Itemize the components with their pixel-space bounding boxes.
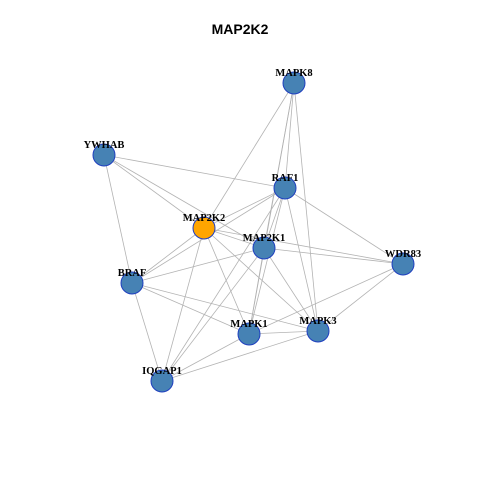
node-label: BRAF xyxy=(118,268,147,279)
node-label: WDR83 xyxy=(385,249,421,260)
node-map2k2: MAP2K2 xyxy=(183,213,226,240)
edge-braf-mapk1 xyxy=(131,282,250,335)
edge-map2k2-mapk1 xyxy=(203,227,250,335)
edge-braf-iqgap1 xyxy=(131,282,163,382)
node-circle xyxy=(150,369,174,393)
edge-mapk8-mapk3 xyxy=(293,82,319,332)
edge-wdr83-mapk1 xyxy=(248,263,404,335)
edge-ywhab-braf xyxy=(103,154,133,284)
node-circle xyxy=(391,252,415,276)
node-map2k1: MAP2K1 xyxy=(243,233,286,260)
edge-raf1-mapk1 xyxy=(248,187,286,335)
node-label: MAP2K1 xyxy=(243,233,286,244)
edge-ywhab-map2k2 xyxy=(103,154,205,229)
edge-map2k1-braf xyxy=(131,247,265,284)
edge-ywhab-map2k1 xyxy=(103,154,265,249)
edge-mapk3-iqgap1 xyxy=(161,330,319,382)
node-mapk3: MAPK3 xyxy=(299,316,337,343)
edge-ywhab-raf1 xyxy=(103,154,286,189)
node-mapk8: MAPK8 xyxy=(275,68,313,95)
edge-map2k1-mapk1 xyxy=(248,247,265,335)
edge-map2k1-mapk3 xyxy=(263,247,319,332)
edge-map2k1-wdr83 xyxy=(263,247,404,265)
node-label: MAPK8 xyxy=(275,68,312,79)
edge-map2k2-wdr83 xyxy=(203,227,404,265)
node-circle xyxy=(252,236,276,260)
node-circle xyxy=(120,271,144,295)
edge-raf1-mapk3 xyxy=(284,187,319,332)
node-circle xyxy=(273,176,297,200)
edge-raf1-map2k2 xyxy=(203,187,286,229)
node-circle xyxy=(282,71,306,95)
edge-mapk8-map2k2 xyxy=(203,82,295,229)
node-raf1: RAF1 xyxy=(272,173,299,200)
node-label: MAP2K2 xyxy=(183,213,226,224)
node-ywhab: YWHAB xyxy=(84,140,125,167)
edge-raf1-wdr83 xyxy=(284,187,404,265)
node-iqgap1: IQGAP1 xyxy=(142,366,182,393)
edge-raf1-iqgap1 xyxy=(161,187,286,382)
node-mapk1: MAPK1 xyxy=(230,319,268,346)
node-circle xyxy=(306,319,330,343)
node-braf: BRAF xyxy=(118,268,147,295)
node-wdr83: WDR83 xyxy=(385,249,421,276)
edge-mapk8-raf1 xyxy=(284,82,295,189)
edge-map2k1-iqgap1 xyxy=(161,247,265,382)
node-label: YWHAB xyxy=(84,140,125,151)
node-label: MAPK1 xyxy=(230,319,267,330)
node-circle xyxy=(237,322,261,346)
edge-map2k2-braf xyxy=(131,227,205,284)
edge-wdr83-mapk3 xyxy=(317,263,404,332)
edge-braf-mapk3 xyxy=(131,282,319,332)
edge-mapk1-mapk3 xyxy=(248,330,319,335)
edge-mapk1-iqgap1 xyxy=(161,333,250,382)
node-label: RAF1 xyxy=(272,173,299,184)
node-circle xyxy=(92,143,116,167)
diagram-title: MAP2K2 xyxy=(211,21,269,37)
edge-map2k2-iqgap1 xyxy=(161,227,205,382)
node-label: MAPK3 xyxy=(299,316,336,327)
node-circle xyxy=(192,216,216,240)
node-label: IQGAP1 xyxy=(142,366,182,377)
edge-map2k2-mapk3 xyxy=(203,227,319,332)
